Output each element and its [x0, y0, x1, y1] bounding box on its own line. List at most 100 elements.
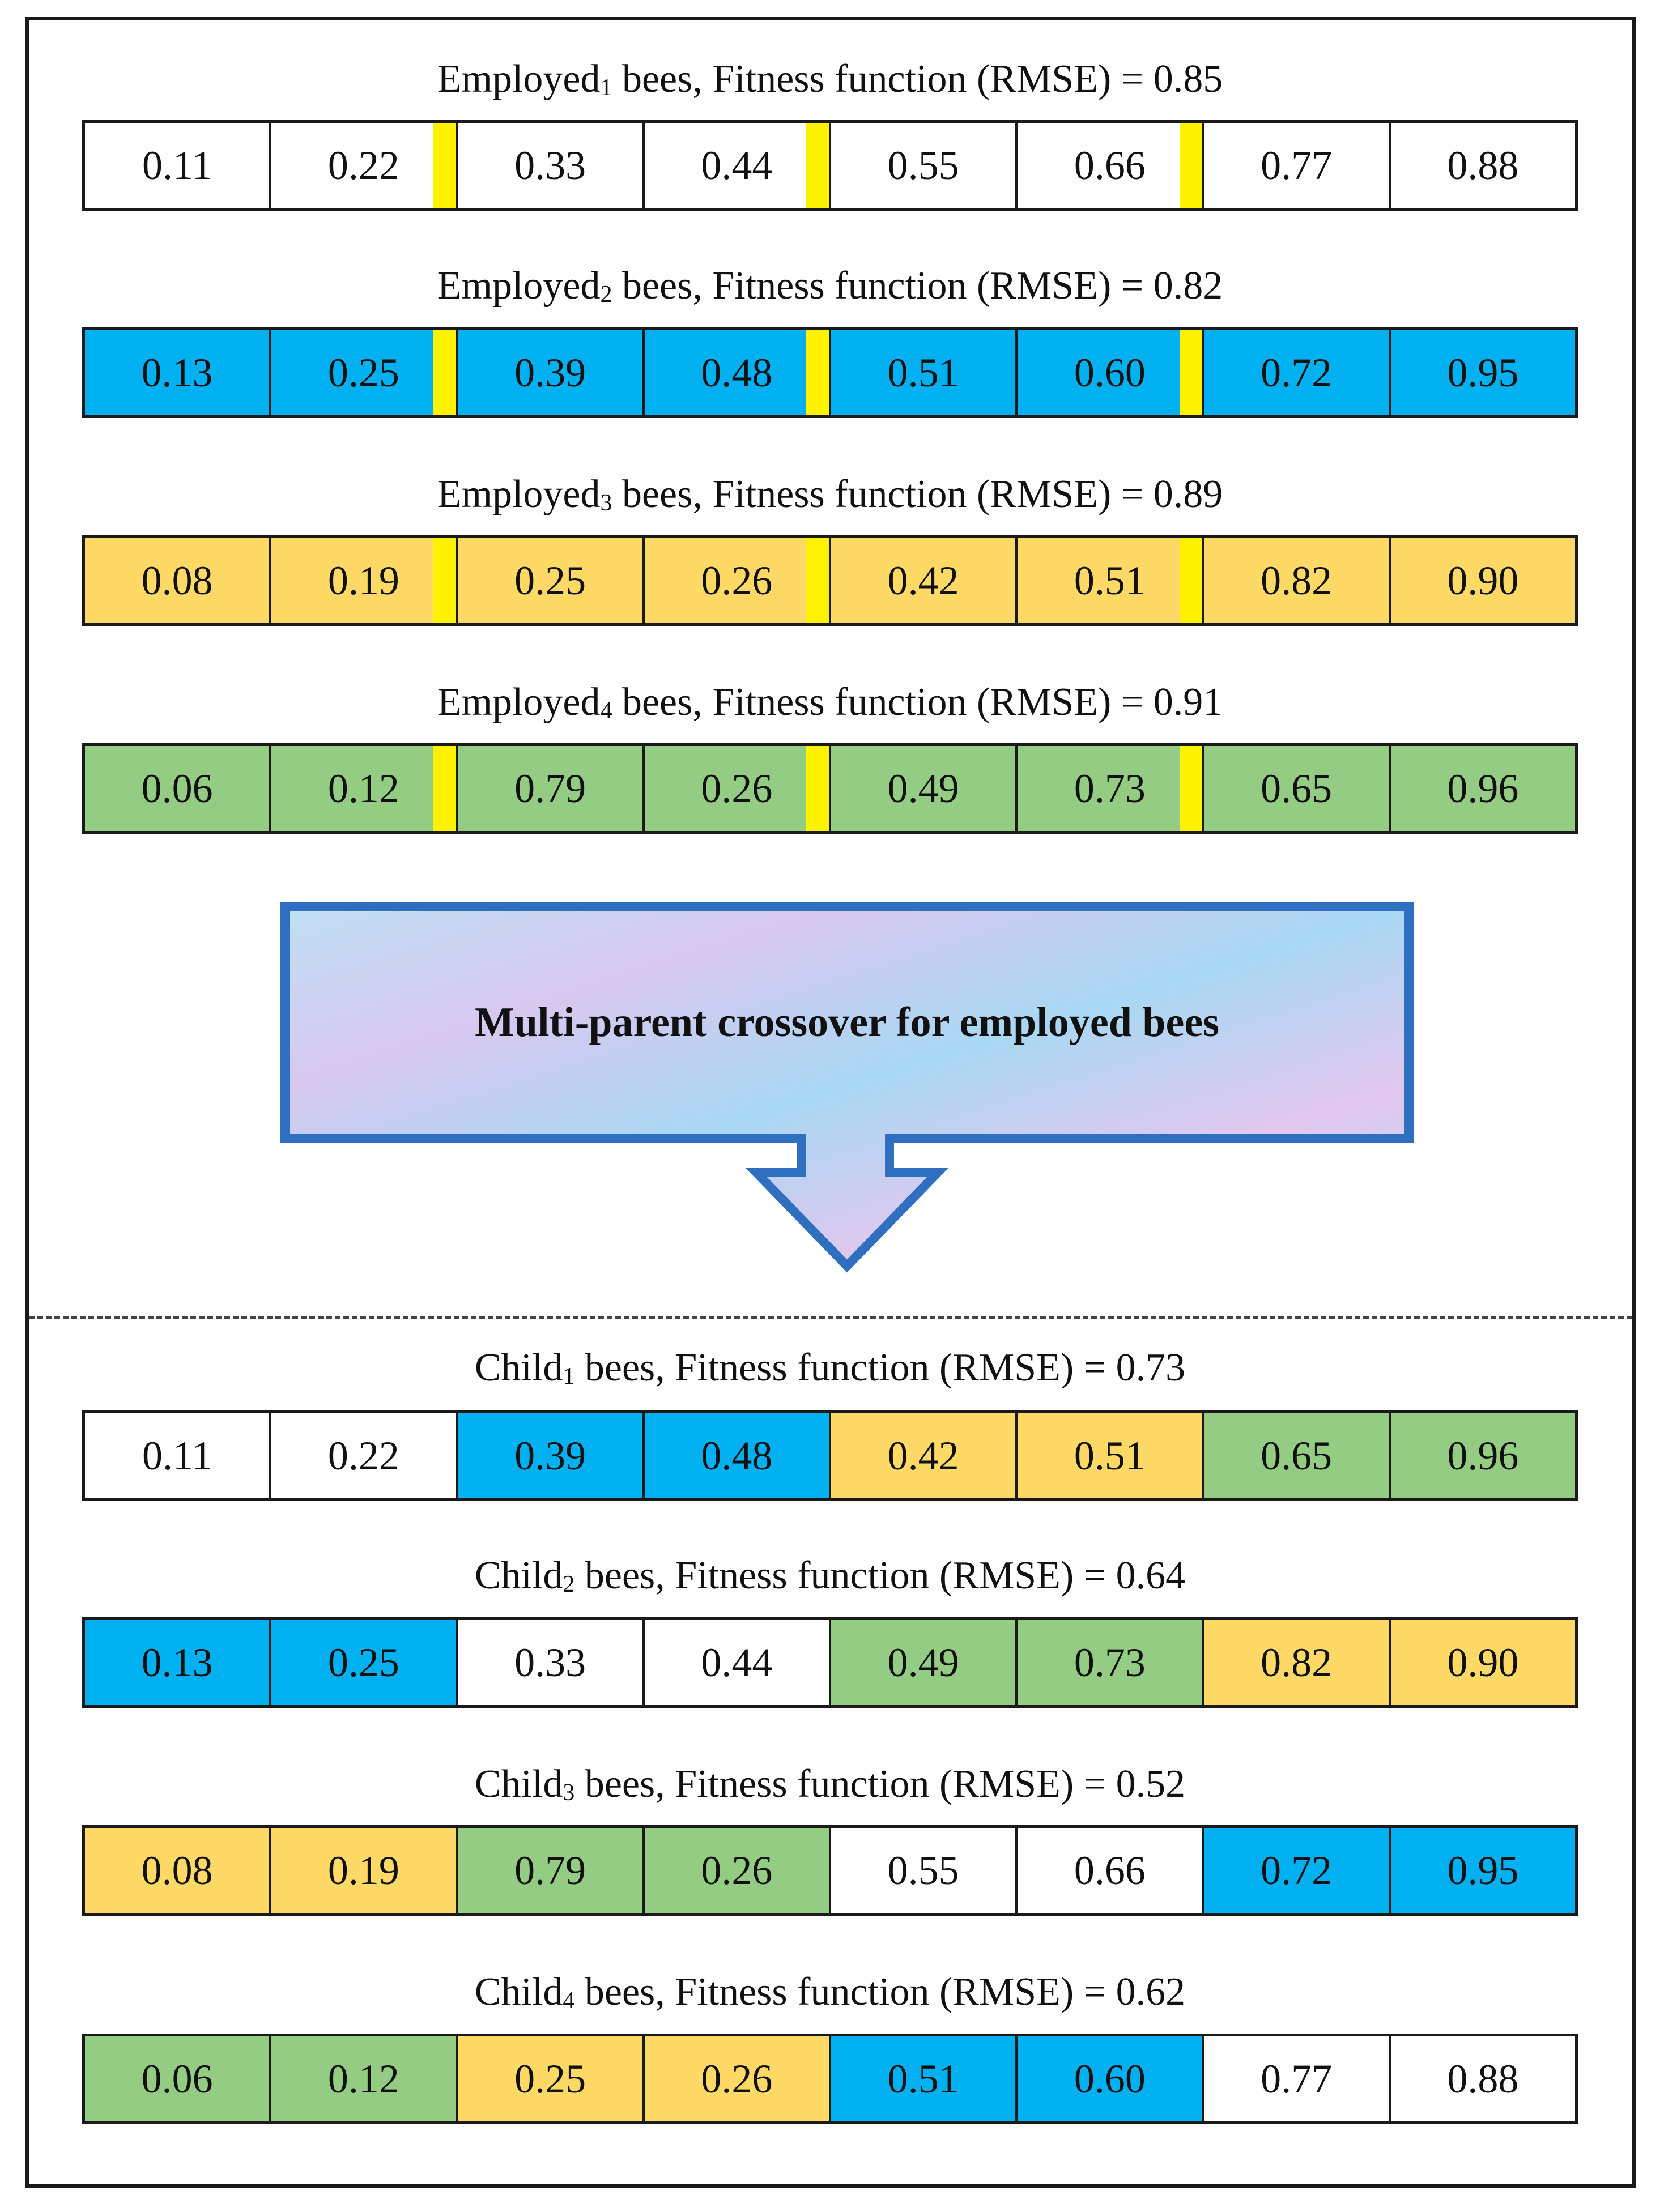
- label-subscript: 3: [600, 490, 612, 516]
- gene-cell: 0.13: [85, 1620, 272, 1705]
- gene-value: 0.66: [1074, 1847, 1146, 1893]
- child-2-label: Child2 bees, Fitness function (RMSE) = 0…: [0, 1553, 1660, 1607]
- gene-cell: 0.66: [1018, 123, 1204, 208]
- label-name: Child: [474, 1554, 563, 1597]
- label-name: Child: [474, 1762, 563, 1806]
- gene-cell: 0.49: [831, 746, 1018, 831]
- gene-cell: 0.26: [644, 2036, 831, 2121]
- gene-cell: 0.22: [271, 1413, 458, 1498]
- gene-cell: 0.11: [85, 123, 272, 208]
- crossover-label: Multi-parent crossover for employed bees: [474, 999, 1219, 1046]
- gene-value: 0.13: [141, 350, 213, 395]
- gene-value: 0.49: [887, 765, 959, 811]
- gene-cell: 0.06: [85, 2036, 272, 2121]
- employed-3-label: Employed3 bees, Fitness function (RMSE) …: [0, 472, 1660, 526]
- gene-value: 0.72: [1261, 1847, 1333, 1893]
- gene-value: 0.51: [1074, 1433, 1146, 1478]
- gene-value: 0.66: [1074, 142, 1146, 188]
- label-fitness: bees, Fitness function (RMSE) = 0.62: [574, 1970, 1186, 2014]
- crossover-point-marker: [433, 330, 456, 415]
- gene-cell: 0.26: [644, 1828, 831, 1913]
- gene-value: 0.72: [1261, 350, 1333, 395]
- gene-cell: 0.25: [271, 1620, 458, 1705]
- gene-value: 0.51: [887, 2056, 959, 2102]
- label-fitness: bees, Fitness function (RMSE) = 0.91: [612, 680, 1223, 724]
- label-subscript: 4: [600, 698, 612, 724]
- gene-cell: 0.55: [831, 123, 1018, 208]
- employed-2-label: Employed2 bees, Fitness function (RMSE) …: [0, 263, 1660, 317]
- gene-cell: 0.79: [458, 746, 645, 831]
- gene-value: 0.11: [142, 142, 212, 188]
- gene-cell: 0.08: [85, 1828, 272, 1913]
- gene-value: 0.96: [1447, 1433, 1519, 1478]
- crossover-point-marker: [433, 123, 456, 208]
- gene-cell: 0.08: [85, 538, 272, 623]
- gene-cell: 0.12: [271, 2036, 458, 2121]
- gene-value: 0.55: [887, 1847, 959, 1893]
- gene-cell: 0.26: [644, 538, 831, 623]
- gene-value: 0.26: [701, 557, 773, 603]
- gene-cell: 0.42: [831, 1413, 1018, 1498]
- gene-cell: 0.90: [1390, 538, 1575, 623]
- gene-value: 0.95: [1447, 350, 1519, 395]
- gene-cell: 0.39: [458, 330, 645, 415]
- child-4-label: Child4 bees, Fitness function (RMSE) = 0…: [0, 1970, 1660, 2023]
- gene-value: 0.26: [701, 1847, 773, 1893]
- section-divider: [29, 1316, 1632, 1319]
- gene-cell: 0.12: [271, 746, 458, 831]
- gene-value: 0.42: [887, 557, 959, 603]
- gene-value: 0.08: [141, 557, 213, 603]
- gene-cell: 0.06: [85, 746, 272, 831]
- gene-value: 0.25: [514, 557, 586, 603]
- gene-value: 0.12: [327, 765, 399, 811]
- gene-cell: 0.96: [1390, 746, 1575, 831]
- label-fitness: bees, Fitness function (RMSE) = 0.52: [574, 1762, 1186, 1806]
- gene-cell: 0.33: [458, 1620, 645, 1705]
- label-fitness: bees, Fitness function (RMSE) = 0.64: [574, 1554, 1186, 1597]
- gene-value: 0.39: [514, 1433, 586, 1478]
- label-subscript: 1: [563, 1363, 575, 1390]
- crossover-point-marker: [806, 538, 829, 623]
- gene-cell: 0.73: [1018, 1620, 1204, 1705]
- gene-cell: 0.82: [1204, 538, 1391, 623]
- gene-value: 0.90: [1447, 557, 1519, 603]
- gene-value: 0.33: [514, 1639, 586, 1685]
- gene-cell: 0.51: [831, 330, 1018, 415]
- gene-value: 0.60: [1074, 350, 1146, 395]
- gene-value: 0.90: [1447, 1639, 1519, 1685]
- employed-4-label: Employed4 bees, Fitness function (RMSE) …: [0, 680, 1660, 734]
- label-fitness: bees, Fitness function (RMSE) = 0.85: [612, 57, 1223, 101]
- label-fitness: bees, Fitness function (RMSE) = 0.82: [612, 264, 1223, 308]
- gene-value: 0.95: [1447, 1847, 1519, 1893]
- crossover-point-marker: [806, 123, 829, 208]
- gene-value: 0.79: [514, 765, 586, 811]
- crossover-point-marker: [433, 746, 456, 831]
- gene-cell: 0.39: [458, 1413, 645, 1498]
- gene-cell: 0.48: [644, 330, 831, 415]
- gene-value: 0.13: [141, 1639, 213, 1685]
- gene-value: 0.19: [327, 1847, 399, 1893]
- child-1-label: Child1 bees, Fitness function (RMSE) = 0…: [0, 1345, 1660, 1399]
- gene-value: 0.08: [141, 1847, 213, 1893]
- gene-cell: 0.65: [1204, 1413, 1391, 1498]
- gene-value: 0.26: [701, 765, 773, 811]
- crossover-point-marker: [1179, 123, 1202, 208]
- gene-cell: 0.72: [1204, 1828, 1391, 1913]
- gene-cell: 0.13: [85, 330, 272, 415]
- figure-frame: [25, 17, 1636, 2188]
- gene-value: 0.60: [1074, 2056, 1146, 2102]
- gene-cell: 0.26: [644, 746, 831, 831]
- label-subscript: 2: [563, 1571, 575, 1597]
- gene-cell: 0.60: [1018, 2036, 1204, 2121]
- gene-value: 0.33: [514, 142, 586, 188]
- gene-cell: 0.25: [271, 330, 458, 415]
- label-subscript: 2: [600, 282, 612, 308]
- gene-value: 0.26: [701, 2056, 773, 2102]
- crossover-point-marker: [1179, 538, 1202, 623]
- gene-value: 0.49: [887, 1639, 959, 1685]
